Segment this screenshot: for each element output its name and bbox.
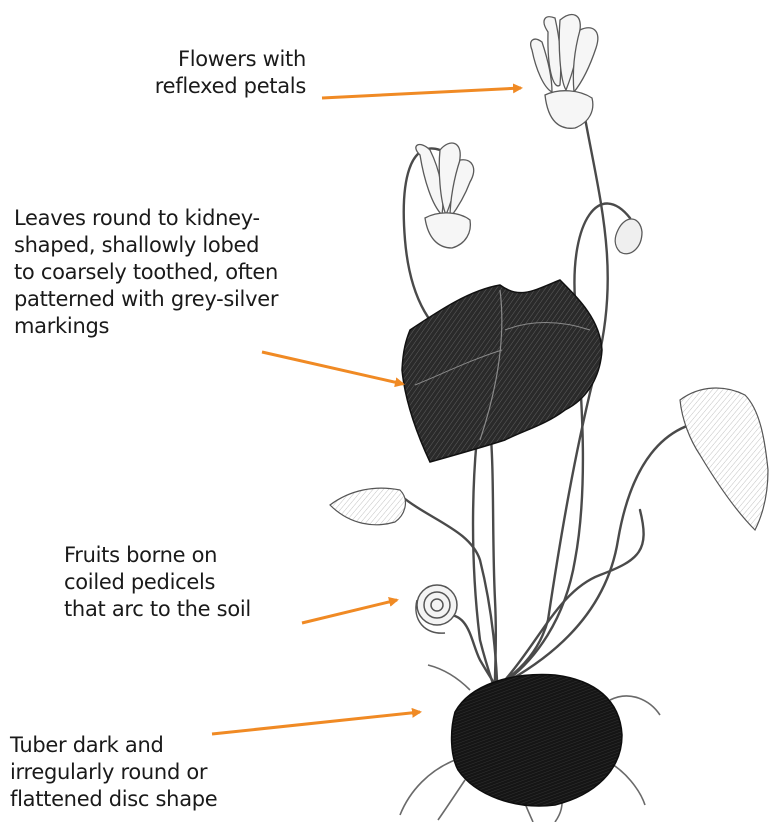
arrow-leaves bbox=[262, 352, 403, 384]
annotation-line: reflexed petals bbox=[155, 73, 306, 100]
coiled-fruit bbox=[416, 585, 457, 633]
annotation-line: Fruits borne on bbox=[64, 542, 251, 569]
fruits-annotation: Fruits borne on coiled pedicels that arc… bbox=[64, 542, 251, 623]
annotation-line: patterned with grey-silver bbox=[14, 286, 278, 313]
annotation-line: markings bbox=[14, 313, 278, 340]
annotation-line: coiled pedicels bbox=[64, 569, 251, 596]
arrow-flowers bbox=[322, 88, 521, 98]
left-flower bbox=[416, 143, 474, 248]
leaves-annotation: Leaves round to kidney- shaped, shallowl… bbox=[14, 205, 278, 340]
annotation-line: Leaves round to kidney- bbox=[14, 205, 278, 232]
annotation-line: to coarsely toothed, often bbox=[14, 259, 278, 286]
annotation-line: Flowers with bbox=[155, 46, 306, 73]
right-leaf bbox=[680, 388, 768, 530]
annotation-line: irregularly round or bbox=[10, 759, 217, 786]
annotation-line: shaped, shallowly lobed bbox=[14, 232, 278, 259]
flower-bud bbox=[615, 219, 642, 254]
annotation-line: flattened disc shape bbox=[10, 786, 217, 813]
small-leaf bbox=[330, 488, 405, 525]
arrow-fruits bbox=[302, 600, 397, 623]
annotation-line: Tuber dark and bbox=[10, 732, 217, 759]
annotation-line: that arc to the soil bbox=[64, 596, 251, 623]
arrow-tuber bbox=[212, 712, 420, 734]
upper-flower bbox=[531, 15, 598, 129]
tuber-annotation: Tuber dark and irregularly round or flat… bbox=[10, 732, 217, 813]
flowers-annotation: Flowers with reflexed petals bbox=[155, 46, 306, 100]
tuber bbox=[452, 675, 622, 806]
dark-leaf bbox=[402, 280, 602, 462]
